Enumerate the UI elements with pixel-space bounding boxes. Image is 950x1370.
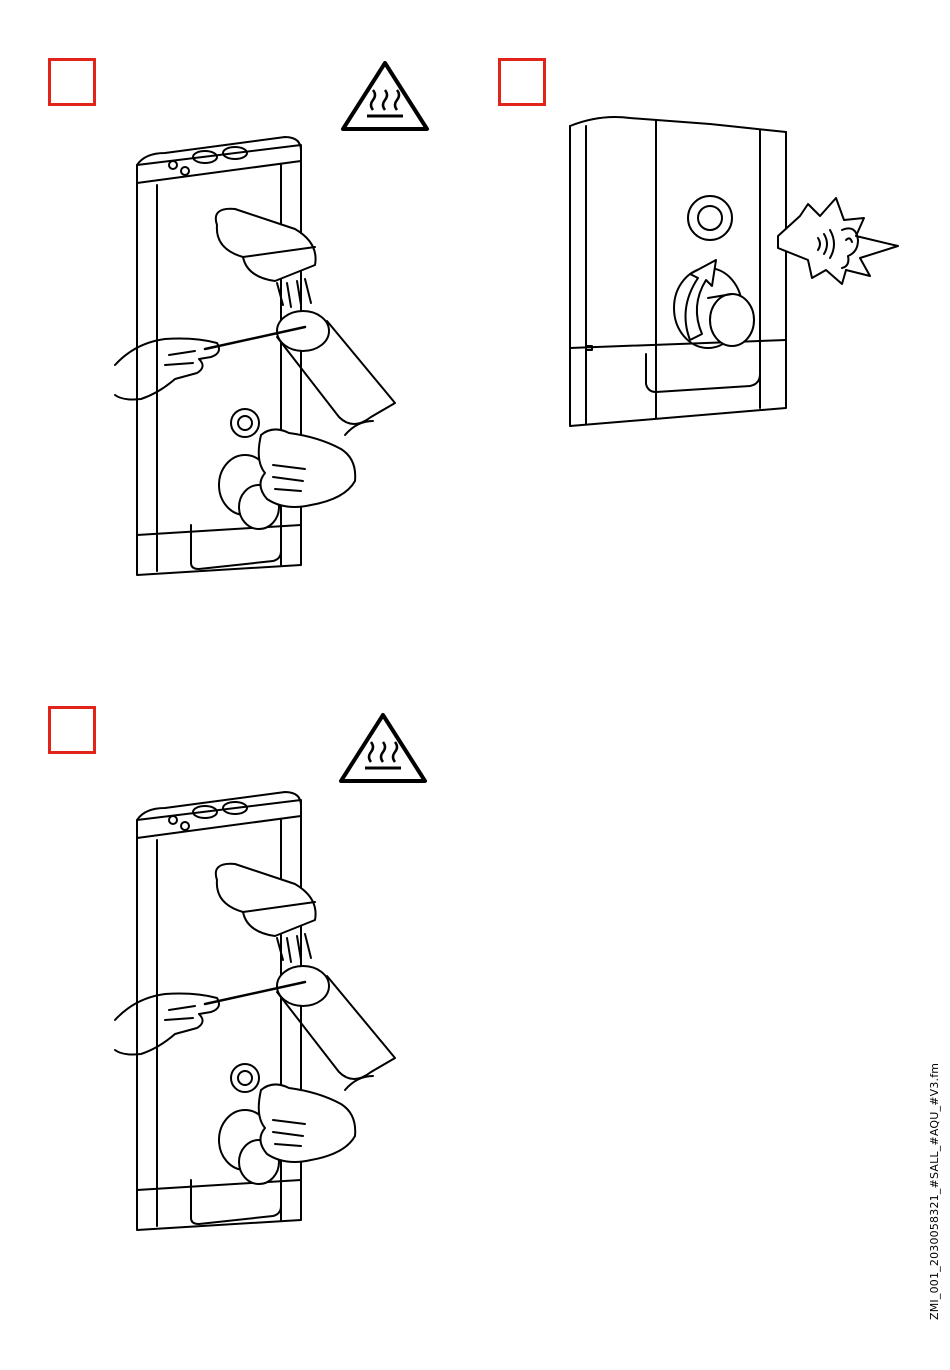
document-filename: ZMI_001_2030058321_#SALL_#AQU_#V3.fm xyxy=(928,1020,944,1320)
shower-panel-temperature-check-illustration xyxy=(105,125,405,585)
shower-panel-knob-turn-illustration xyxy=(560,108,910,438)
hot-surface-warning-icon xyxy=(338,712,428,784)
shower-panel-temperature-check-illustration xyxy=(105,780,405,1240)
hot-surface-warning-icon xyxy=(340,60,430,132)
step-3-marker xyxy=(48,706,96,754)
step-1-marker xyxy=(48,58,96,106)
step-2-marker xyxy=(498,58,546,106)
